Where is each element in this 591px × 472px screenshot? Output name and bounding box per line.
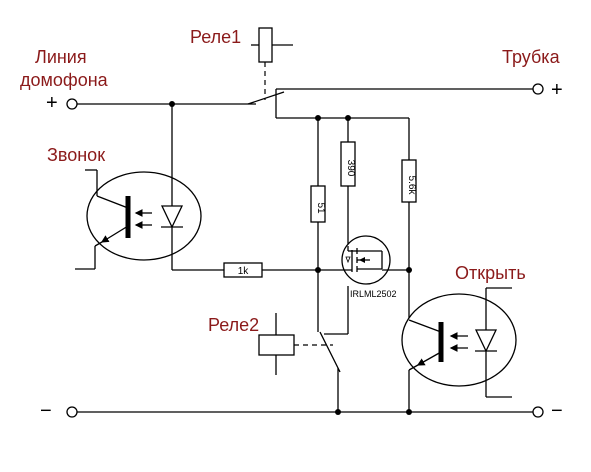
open-optocoupler xyxy=(401,287,517,412)
terminal-handset-plus xyxy=(532,83,544,95)
mosfet-label: IRLML2502 xyxy=(350,289,397,299)
resistor-1k xyxy=(223,262,263,278)
resistor-51 xyxy=(310,185,326,223)
junction-drain xyxy=(406,267,412,273)
relay2-label: Реле2 xyxy=(208,315,259,335)
junction-top-left xyxy=(169,101,175,107)
plus-right-sign: + xyxy=(551,79,563,101)
junction-gate xyxy=(315,267,321,273)
top-wires xyxy=(77,88,533,119)
mosfet-symbol xyxy=(318,235,409,285)
terminal-line-minus xyxy=(66,406,78,418)
minus-right-sign: − xyxy=(551,400,563,422)
minus-left-sign: − xyxy=(40,400,52,422)
junction-bottom-relay2 xyxy=(335,409,341,415)
plus-left-sign: + xyxy=(46,92,58,114)
relay2-coil xyxy=(258,313,333,375)
line-label-1: Линия xyxy=(35,47,87,67)
resistor-51-label: 51 xyxy=(315,202,326,214)
resistor-5-6k xyxy=(401,159,417,203)
bell-optocoupler xyxy=(75,104,202,270)
relay2-contact xyxy=(319,331,341,412)
terminal-handset-minus xyxy=(532,406,544,418)
resistor-5-6k-label: 5.6k xyxy=(406,176,417,196)
resistor-1k-label: 1k xyxy=(238,266,250,277)
terminal-line-plus xyxy=(66,98,78,110)
resistor-390-label: 390 xyxy=(345,160,356,177)
bell-label: Звонок xyxy=(47,145,105,165)
handset-label: Трубка xyxy=(502,47,561,67)
resistor-390 xyxy=(340,141,356,187)
junction-bottom-opto xyxy=(406,409,412,415)
relay1-coil xyxy=(251,27,293,100)
open-label: Открыть xyxy=(455,263,526,283)
junction-top-51 xyxy=(315,115,321,121)
wire-390 xyxy=(324,118,349,335)
relay1-label: Реле1 xyxy=(190,27,241,47)
line-label-2: домофона xyxy=(20,70,109,90)
junction-top-390 xyxy=(345,115,351,121)
